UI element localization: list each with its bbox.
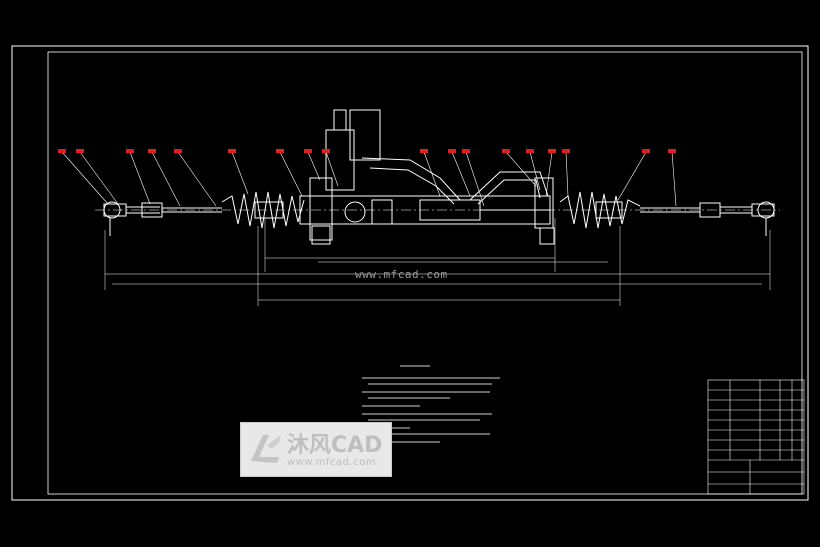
callout-marker bbox=[548, 149, 556, 153]
callout-marker bbox=[174, 149, 182, 153]
callout-marker bbox=[502, 149, 510, 153]
callout-marker bbox=[420, 149, 428, 153]
callout-marker bbox=[448, 149, 456, 153]
title-block bbox=[707, 379, 805, 495]
callout-marker bbox=[526, 149, 534, 153]
callout-leaders bbox=[61, 151, 677, 207]
inner-frame bbox=[47, 51, 803, 495]
callout-marker bbox=[126, 149, 134, 153]
logo-url: www.mfcad.com bbox=[287, 457, 377, 468]
callout-markers bbox=[58, 149, 676, 153]
callout-marker bbox=[562, 149, 570, 153]
callout-marker bbox=[148, 149, 156, 153]
logo-text: 沐风CAD bbox=[287, 433, 383, 458]
logo-mark-icon bbox=[251, 435, 281, 463]
callout-marker bbox=[462, 149, 470, 153]
callout-marker bbox=[304, 149, 312, 153]
callout-marker bbox=[642, 149, 650, 153]
callout-marker bbox=[76, 149, 84, 153]
steering-rack-assembly bbox=[103, 109, 775, 245]
callout-marker bbox=[58, 149, 66, 153]
callout-marker bbox=[322, 149, 330, 153]
callout-marker bbox=[276, 149, 284, 153]
outer-frame bbox=[11, 45, 809, 501]
callout-marker bbox=[228, 149, 236, 153]
dimension-lines bbox=[104, 218, 771, 306]
callout-marker bbox=[668, 149, 676, 153]
mfcad-logo: 沐风CAD www.mfcad.com bbox=[240, 422, 392, 477]
watermark-url: www.mfcad.com bbox=[355, 268, 448, 281]
